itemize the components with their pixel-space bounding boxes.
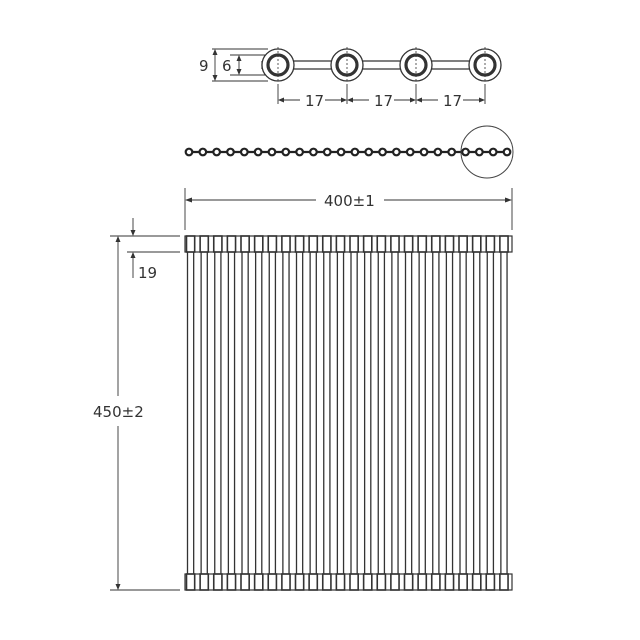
rod xyxy=(430,235,441,591)
side-view xyxy=(184,125,514,179)
rod xyxy=(499,235,509,591)
rod xyxy=(444,235,455,591)
rod-ring xyxy=(330,47,364,83)
rod-bead xyxy=(336,147,346,157)
height-dimension xyxy=(110,218,180,591)
rod xyxy=(417,235,428,591)
rod-ring xyxy=(261,47,295,83)
rod xyxy=(185,235,196,591)
rod xyxy=(376,235,387,591)
rod-bead xyxy=(447,147,457,157)
rod-bead xyxy=(405,147,415,157)
rod-bead xyxy=(322,147,332,157)
rod-bead xyxy=(488,147,498,157)
rod-bead-row xyxy=(184,147,512,157)
rod-bead xyxy=(502,147,512,157)
rod xyxy=(212,235,223,591)
rod-bead xyxy=(433,147,443,157)
rod xyxy=(281,235,291,591)
pitch-label: 17 xyxy=(305,92,324,110)
rod xyxy=(240,235,250,591)
outer-height-label: 9 xyxy=(199,57,209,75)
rod-bead xyxy=(378,147,387,157)
rod xyxy=(253,235,264,591)
pitch-label: 17 xyxy=(443,92,462,110)
detail-callout-circle xyxy=(460,125,514,179)
rod-bead xyxy=(295,147,305,157)
rod xyxy=(471,235,482,591)
width-dimension xyxy=(184,188,513,230)
rod xyxy=(308,235,319,591)
inner-height-label: 6 xyxy=(222,57,232,75)
rod-ring xyxy=(399,47,433,83)
rod-bead xyxy=(212,147,222,157)
rod xyxy=(294,235,305,591)
bottom-end-band xyxy=(184,573,513,591)
rod-bead xyxy=(391,147,401,157)
width-label: 400±1 xyxy=(324,192,375,210)
rod xyxy=(485,235,496,591)
rod-bead xyxy=(364,147,374,157)
rod-bead xyxy=(461,147,470,157)
end-band-label: 19 xyxy=(138,264,157,282)
rod xyxy=(199,235,210,591)
top-end-band xyxy=(184,235,513,253)
rod xyxy=(458,235,468,591)
rod-ring xyxy=(468,47,502,83)
rod-grid xyxy=(184,235,513,591)
rod-bead xyxy=(184,147,194,157)
pitch-dimensions xyxy=(277,84,486,104)
rod xyxy=(362,235,373,591)
rod-bead xyxy=(267,147,277,157)
height-label: 450±2 xyxy=(93,403,144,421)
rod-bead xyxy=(309,147,318,157)
rod-bead xyxy=(226,147,235,157)
rod xyxy=(226,235,237,591)
rod-bead xyxy=(350,147,360,157)
rod-bead xyxy=(474,147,484,157)
rod xyxy=(335,235,346,591)
connector-bars xyxy=(261,60,469,70)
rod-bead xyxy=(239,147,249,157)
pitch-label: 17 xyxy=(374,92,393,110)
rod-bead xyxy=(281,147,291,157)
rod xyxy=(321,235,332,591)
rod xyxy=(349,235,359,591)
rod xyxy=(403,235,414,591)
rod xyxy=(390,235,400,591)
rod xyxy=(267,235,278,591)
height-dimensions xyxy=(212,48,268,82)
detail-view xyxy=(212,47,502,104)
rod-bead xyxy=(253,147,263,157)
rod-bead xyxy=(198,147,208,157)
rod-bead xyxy=(419,147,429,157)
